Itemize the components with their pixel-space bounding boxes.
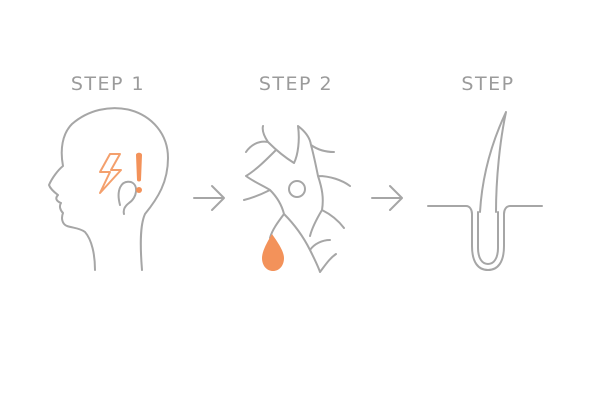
arrow-right-icon	[193, 185, 225, 211]
exclamation-dot	[136, 187, 142, 193]
step-2-label: STEP 2	[258, 73, 334, 95]
lightning-bolt-icon	[99, 153, 122, 194]
hair-strand	[479, 111, 507, 213]
ear-outline	[117, 180, 137, 215]
neuron-cell-body	[243, 125, 351, 273]
step-1-label: STEP 1	[70, 73, 146, 95]
step-3-label: STEP	[461, 73, 515, 95]
exclamation-mark-icon	[136, 152, 142, 182]
follicle-inner	[477, 211, 499, 265]
skin-surface-line	[427, 205, 543, 271]
head-stress-icon	[48, 107, 169, 271]
droplet-icon	[262, 234, 284, 271]
head-profile-outline	[48, 107, 169, 271]
neuron-nucleus	[288, 180, 306, 198]
hair-follicle-icon	[427, 111, 543, 271]
arrow-right-icon	[371, 185, 403, 211]
neuron-icon	[243, 125, 351, 273]
